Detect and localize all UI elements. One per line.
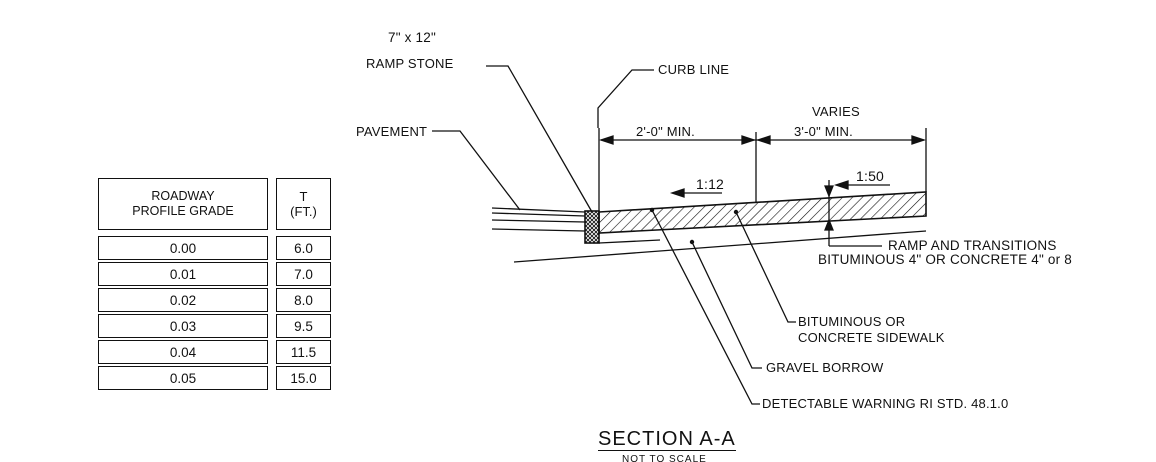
gravel-borrow-label: GRAVEL BORROW xyxy=(766,360,884,375)
table-cell-t: 11.5 xyxy=(276,340,331,364)
table-cell-grade: 0.04 xyxy=(98,340,268,364)
stone-size-label: 7" x 12" xyxy=(388,30,436,45)
table-cell-grade: 0.00 xyxy=(98,236,268,260)
pavement-label: PAVEMENT xyxy=(356,124,428,139)
table-cell-t: 7.0 xyxy=(276,262,331,286)
sidewalk-label: BITUMINOUS OR CONCRETE SIDEWALK xyxy=(798,314,945,345)
table-cell-grade: 0.01 xyxy=(98,262,268,286)
dimension-right-label: 3'-0" MIN. xyxy=(794,124,853,139)
table-cell-t: 6.0 xyxy=(276,236,331,260)
sidewalk-slab xyxy=(598,191,927,234)
table-cell-t: 15.0 xyxy=(276,366,331,390)
table-cell-t: 9.5 xyxy=(276,314,331,338)
leader-lines xyxy=(432,65,796,405)
slope-ratio-1: 1:12 xyxy=(696,176,725,192)
dimension-line xyxy=(598,135,927,145)
ramp-stone-label: RAMP STONE xyxy=(366,56,454,71)
ramp-material-label: BITUMINOUS 4" OR CONCRETE 4" or 8 xyxy=(818,252,1072,267)
section-title: SECTION A-A xyxy=(598,428,736,451)
table-cell-grade: 0.02 xyxy=(98,288,268,312)
ramp-stone xyxy=(584,210,600,244)
leader-dots xyxy=(649,207,739,245)
varies-label: VARIES xyxy=(812,104,860,119)
table-header-t: T (FT.) xyxy=(276,178,331,230)
table-header-grade: ROADWAY PROFILE GRADE xyxy=(98,178,268,230)
slope-ratio-2: 1:50 xyxy=(856,168,885,184)
detectable-warning-label: DETECTABLE WARNING RI STD. 48.1.0 xyxy=(762,396,1009,411)
dimension-left-label: 2'-0" MIN. xyxy=(636,124,695,139)
table-cell-grade: 0.03 xyxy=(98,314,268,338)
ramp-transitions-label: RAMP AND TRANSITIONS xyxy=(888,238,1057,253)
pavement-lines xyxy=(491,207,586,232)
ground-line xyxy=(513,230,927,263)
curb-line-label: CURB LINE xyxy=(658,62,730,77)
table-cell-t: 8.0 xyxy=(276,288,331,312)
table-cell-grade: 0.05 xyxy=(98,366,268,390)
dimension-extension-lines xyxy=(598,128,927,212)
slope-arrows xyxy=(669,180,890,198)
thickness-marker xyxy=(824,180,882,247)
grade-table: ROADWAY PROFILE GRADE T (FT.) 0.00 6.0 0… xyxy=(96,176,336,412)
scale-note: NOT TO SCALE xyxy=(622,454,707,462)
